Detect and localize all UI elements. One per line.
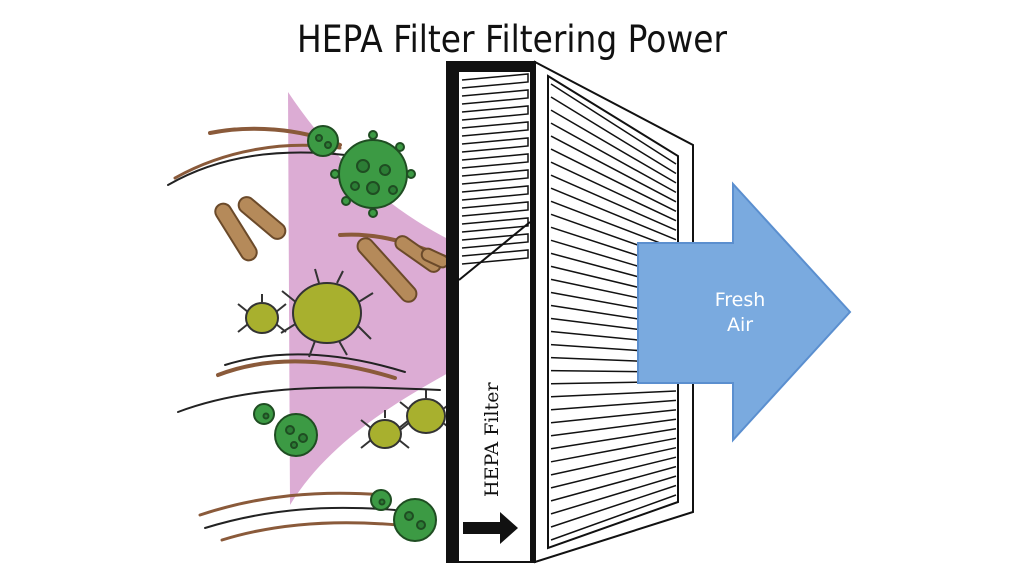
pleat-line (550, 446, 677, 476)
pleat-line (550, 200, 677, 250)
hair-strand (177, 386, 441, 413)
front-pleat (461, 137, 529, 153)
filter-side-inner (547, 74, 679, 550)
fresh-air-label-line1: Fresh (715, 289, 766, 311)
front-pleat (461, 89, 529, 105)
front-pleat (461, 121, 529, 137)
pleat-line (550, 187, 677, 241)
hair-strand (216, 359, 397, 380)
filter-left-edge (447, 62, 459, 562)
pleat-line (550, 418, 677, 437)
filter-fold-line (458, 221, 531, 281)
pollen-rod (237, 196, 287, 240)
pleat-line (550, 122, 677, 194)
pleat-line (550, 96, 677, 175)
pleat-line (550, 456, 677, 489)
virus-particle (330, 130, 416, 218)
pleat-line (550, 484, 677, 528)
pleat-line (550, 437, 677, 463)
filter-front-pleats (461, 73, 529, 265)
pleat-line (550, 161, 677, 222)
dust-mite (360, 410, 410, 449)
pleat-line (550, 494, 677, 541)
pleat-line (550, 109, 677, 184)
virus-particle (274, 413, 318, 457)
front-pleat (461, 105, 529, 121)
virus-particle (370, 489, 392, 511)
pleat-line (550, 174, 677, 231)
filter-right-edge (530, 62, 536, 562)
virus-particle (253, 403, 275, 425)
hair-strand (198, 491, 387, 517)
dust-mites (237, 268, 453, 449)
pollen-rods (214, 196, 450, 303)
front-pleat (461, 233, 529, 249)
pleat-line (550, 135, 677, 203)
virus-particle (307, 125, 339, 157)
pleat-line (550, 428, 677, 450)
pleat-line (550, 465, 677, 502)
hair-strand (220, 521, 400, 542)
filter-label: HEPA Filter (481, 382, 503, 497)
front-pleat (461, 217, 529, 233)
pleat-line (550, 148, 677, 212)
fresh-air-arrow: Fresh Air (637, 181, 852, 443)
pleat-line (550, 83, 677, 165)
fresh-air-label-line2: Air (727, 314, 753, 336)
front-pleat (461, 73, 529, 89)
pleat-line (550, 475, 677, 515)
diagram-title: HEPA Filter Filtering Power (297, 18, 728, 61)
filter-top-edge (447, 62, 535, 72)
virus-particles (253, 125, 437, 542)
pleat-line (550, 399, 677, 411)
pleat-line (550, 390, 677, 398)
pollen-rod (214, 202, 258, 262)
virus-particle (393, 498, 437, 542)
front-pleat (461, 249, 529, 265)
dust-mite (237, 294, 287, 334)
front-pleat (461, 201, 529, 217)
hepa-filter: HEPA Filter (446, 60, 694, 564)
front-pleat (461, 153, 529, 169)
pollen-rod (356, 237, 418, 303)
pleat-line (550, 409, 677, 424)
dust-mite (280, 268, 374, 358)
front-pleat (461, 169, 529, 185)
front-pleat (461, 185, 529, 201)
right-arrow-icon (463, 512, 518, 544)
particle-cone (288, 92, 450, 505)
hair-strand (204, 506, 396, 529)
hair-strand (224, 353, 406, 373)
